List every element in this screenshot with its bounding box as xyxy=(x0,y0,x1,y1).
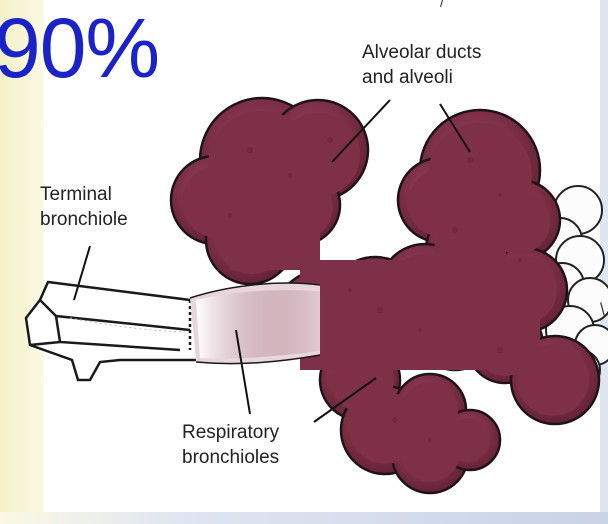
right-edge-fragment: \ xyxy=(600,300,605,321)
percentage-heading: 90% xyxy=(0,2,159,94)
label-terminal-line2: bronchiole xyxy=(40,207,128,232)
label-terminal-bronchiole: Terminal bronchiole xyxy=(40,182,128,232)
label-terminal-line1: Terminal xyxy=(40,182,128,207)
respiratory-bronchiole xyxy=(190,283,330,363)
label-alveolar-line1: Alveolar ducts xyxy=(362,40,481,65)
label-alveolar-line2: and alveoli xyxy=(362,65,481,90)
label-alveolar-ducts: Alveolar ducts and alveoli xyxy=(362,40,481,90)
top-edge-fragment: / xyxy=(440,0,444,10)
label-respiratory-bronchioles: Respiratory bronchioles xyxy=(182,420,279,470)
label-respiratory-line1: Respiratory xyxy=(182,420,279,445)
terminal-bronchiole-tube xyxy=(26,282,206,380)
label-respiratory-line2: bronchioles xyxy=(182,445,279,470)
